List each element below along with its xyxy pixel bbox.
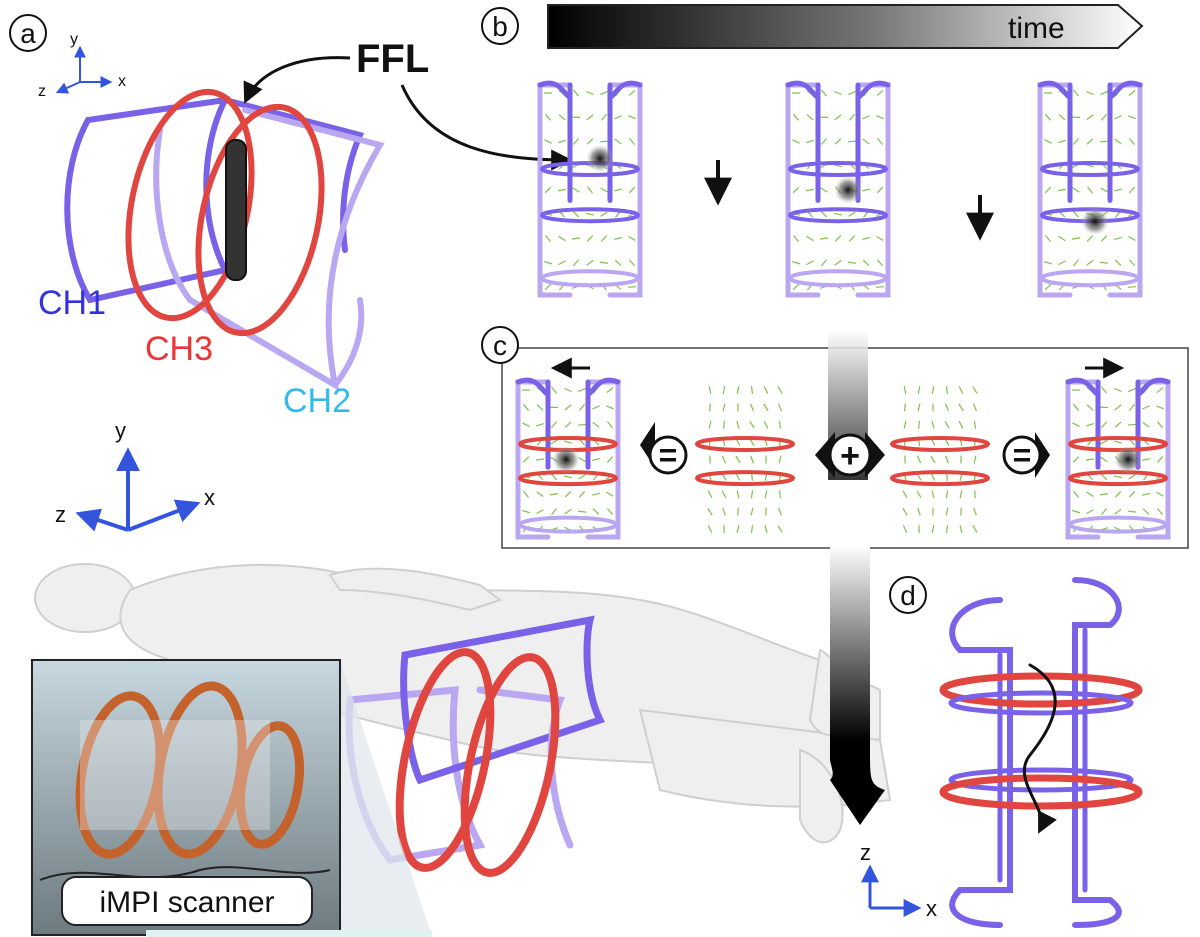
frame-b-1-coils [537,80,643,298]
coil-ch3-ring-right [195,103,325,337]
frame-b-2-ffl-spot [834,176,862,204]
panel-d-badge [889,576,927,614]
photo-housing [80,720,270,830]
scanner-label-box [61,876,313,926]
panel-a-badge [9,14,47,52]
operator-equals-right: = [1002,432,1050,478]
ffl-arrow-to-a [243,56,351,104]
coil-assembly-d [939,577,1143,928]
frame-c-right-ffl-spot [1114,445,1142,474]
operator-plus-left-point [815,432,835,478]
axis-zx-x-label: x [926,896,937,921]
coil-assembly-a [64,88,385,391]
body-foot-lower [799,748,844,844]
operator-equals-left-sign: = [659,437,678,473]
axis-zx-z-label: z [860,840,871,865]
label-ch1: CH1 [38,284,106,322]
frame-c-field-1-field-arrows [707,385,783,534]
panel-d-letter: d [900,580,916,611]
operator-equals-right-sign: = [1013,437,1032,473]
leg-coil-back [400,615,605,785]
ffl-bar [225,139,247,281]
coil-d-ring-top [939,672,1143,708]
panel-c: c = + = [481,326,1189,549]
axis-large-x-label: x [204,485,215,510]
operator-equals-right-point [1035,432,1050,478]
panel-b: b time [481,4,1144,298]
coil-d-left [949,597,1013,928]
panel-b-frames [537,80,1143,298]
ffl-trajectory [1022,663,1057,834]
axis-large-x [127,499,201,532]
gradient-arrow-d-body [830,545,885,825]
photo-coil-right [236,721,304,849]
photo-cables [39,866,331,881]
frame-c-field-1 [695,385,795,534]
coil-assembly-leg [345,615,605,877]
coil-ch2-edge [332,297,365,388]
frame-b-1-ffl-spot [586,144,614,173]
axis-large-y-label: y [115,418,126,443]
scanner-label: iMPI scanner [99,886,274,919]
operator-plus: + [815,432,885,478]
panel-c-frames [515,377,1171,540]
frame-b-3-field-arrows [1043,89,1137,291]
frame-b-3 [1037,80,1143,298]
leg-coil-ring-right [460,653,560,877]
label-ffl: FFL [356,37,429,81]
panel-b-letter: b [492,11,508,42]
coil-d-band-bottom [948,767,1134,793]
frame-b-2 [785,80,891,298]
label-ch3: CH3 [145,330,213,368]
frame-c-field-2 [890,385,990,534]
axis-small-z-label: z [38,83,46,100]
axes-large [75,447,201,532]
time-arrow [547,4,1144,49]
operator-equals-left-circle [648,435,688,475]
frame-c-left-ffl-spot [552,445,580,474]
ffl-arrow-to-b [400,84,573,171]
panel-a: a y x z CH1 CH3 CH2 [9,14,385,420]
frame-c-right [1065,377,1171,540]
panel-c-badge [481,326,519,364]
axes-small [55,45,113,94]
scanner-photo: iMPI scanner [31,659,430,936]
frame-b-1 [537,80,643,298]
leg-coil-ring-left [395,648,495,872]
axis-large-z [75,508,129,532]
frame-c-right-field-arrows [1071,386,1165,533]
panel-d: d z x [860,576,1143,928]
axis-large-z-label: z [55,502,66,527]
operator-plus-sign: + [840,437,860,475]
axes-zx [861,864,922,917]
frame-c-field-2-field-arrows [902,385,978,534]
axis-small-x-label: x [118,73,126,90]
axis-small-z [55,81,81,94]
label-ch2: CH2 [283,382,351,420]
axis-small-y-label: y [70,31,78,48]
gradient-arrow-to-d [830,545,885,825]
coil-d-ring-bottom [939,774,1143,810]
panel-c-letter: c [493,330,507,361]
operator-plus-circle [828,433,872,477]
operator-equals-left: = [640,422,688,475]
body-arm [328,567,503,612]
photo-copper-coils [75,681,304,859]
frame-c-right-coils [1065,377,1171,540]
operator-equals-right-circle [1002,435,1042,475]
time-label: time [1008,12,1065,45]
panel-b-badge [481,7,519,45]
coil-d-band-top [948,690,1134,716]
operator-plus-right-point [865,432,885,478]
frame-b-3-ffl-spot [1081,207,1109,236]
caption-strip [146,930,432,937]
frame-c-left [515,377,621,540]
coil-d-right [1072,577,1122,928]
frame-b-1-field-arrows [543,89,637,291]
panel-a-letter: a [20,18,36,49]
frame-c-left-coils [515,377,621,540]
